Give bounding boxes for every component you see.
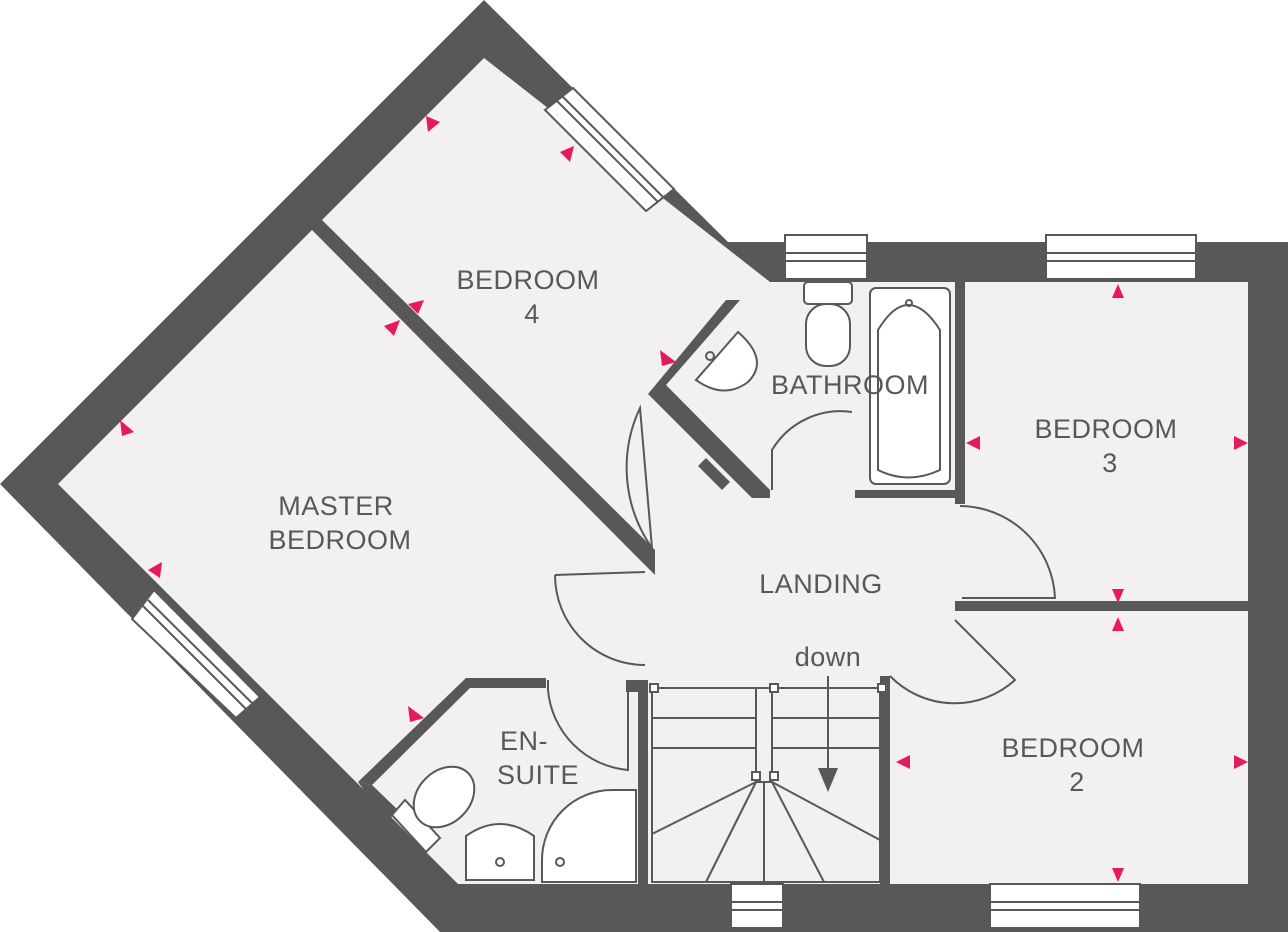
- wall-bathroom-stub: [698, 458, 730, 490]
- wall-stair-left: [638, 680, 648, 884]
- wall-landing-bedroom2: [880, 676, 890, 884]
- door-bathroom: [771, 410, 853, 490]
- label-bedroom3: BEDROOM 3: [1034, 414, 1185, 478]
- wall-bedroom4-bathroom: [648, 300, 770, 498]
- label-bedroom4: BEDROOM 4: [456, 265, 607, 329]
- label-landing: LANDING: [759, 569, 883, 599]
- ensuite-basin: [465, 823, 535, 881]
- bathroom-bath: [869, 287, 951, 485]
- label-master-bedroom: MASTER BEDROOM: [268, 491, 411, 555]
- wall-bathroom-bedroom3: [955, 282, 965, 504]
- window-master-bedroom: [130, 588, 262, 720]
- door-bedroom2: [889, 619, 1017, 705]
- window-landing: [730, 883, 784, 929]
- window-bedroom2: [989, 883, 1141, 929]
- label-bathroom: BATHROOM: [771, 370, 929, 400]
- window-bedroom3: [1045, 234, 1197, 280]
- bathroom-toilet: [803, 281, 853, 367]
- label-bedroom2: BEDROOM 2: [1001, 733, 1152, 797]
- door-master-bedroom: [554, 571, 646, 666]
- wall-bath-bottom: [855, 490, 955, 498]
- wall-master-bedroom4: [310, 218, 655, 575]
- window-bedroom4: [543, 86, 676, 213]
- wall-ensuite-corner: [358, 782, 400, 820]
- dimension-markers: [120, 116, 1248, 882]
- door-bedroom3: [959, 505, 1057, 599]
- ensuite-toilet: [390, 765, 476, 854]
- bathroom-basin: [694, 330, 758, 392]
- label-stairs-down: down: [795, 642, 862, 672]
- wall-ensuite-stub: [626, 680, 640, 692]
- stairs-down-arrow: [818, 676, 838, 792]
- door-bedroom4: [625, 404, 653, 549]
- window-bathroom: [784, 234, 868, 280]
- label-ensuite: EN- SUITE: [497, 726, 579, 790]
- wall-ensuite: [358, 678, 546, 785]
- ensuite-shower: [541, 789, 637, 883]
- door-ensuite: [547, 680, 629, 772]
- staircase: [649, 683, 887, 883]
- wall-bedroom3-bedroom2: [955, 601, 1248, 611]
